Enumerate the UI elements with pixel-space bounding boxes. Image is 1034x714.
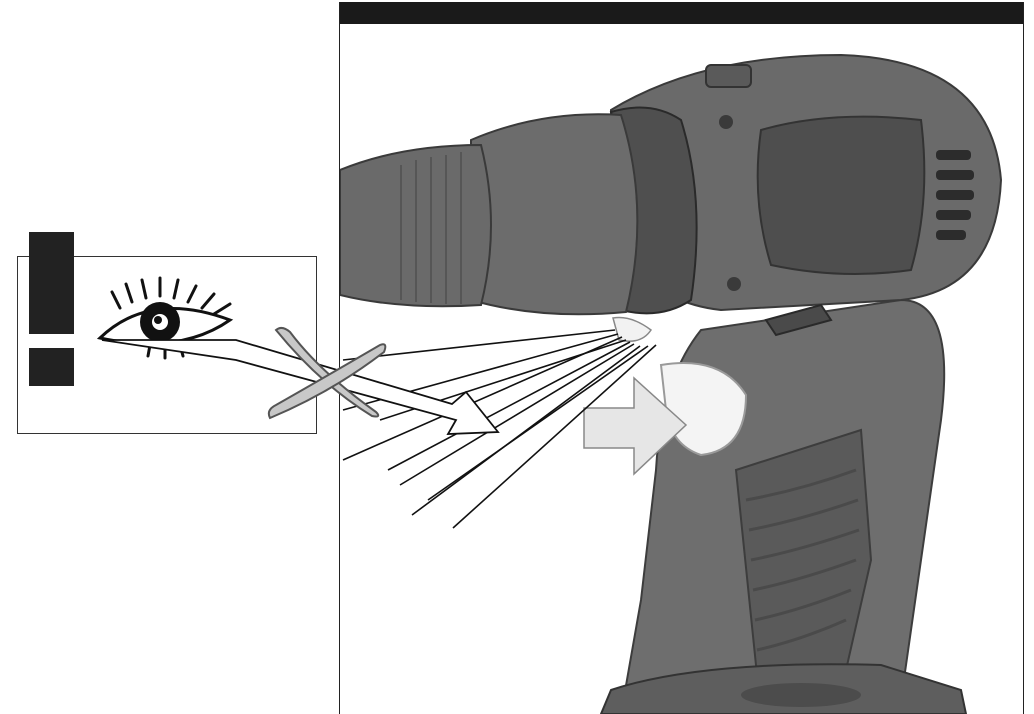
battery-base-ridge [741, 683, 861, 707]
illustration-panel [339, 2, 1024, 714]
panel-header-bar [340, 2, 1023, 24]
cordless-drill-illustration [340, 53, 1003, 714]
exclamation-dot [29, 348, 74, 386]
housing-screw [719, 115, 733, 129]
side-panel [756, 115, 926, 275]
chuck-sleeve [470, 113, 639, 316]
grip-texture [745, 468, 860, 652]
chuck-knurl [400, 152, 462, 304]
gear-selector [705, 64, 752, 88]
exclamation-icon [29, 232, 74, 334]
housing-screw [727, 277, 741, 291]
direction-switch [764, 303, 833, 337]
vent-slots [936, 150, 974, 240]
work-light [612, 316, 653, 342]
